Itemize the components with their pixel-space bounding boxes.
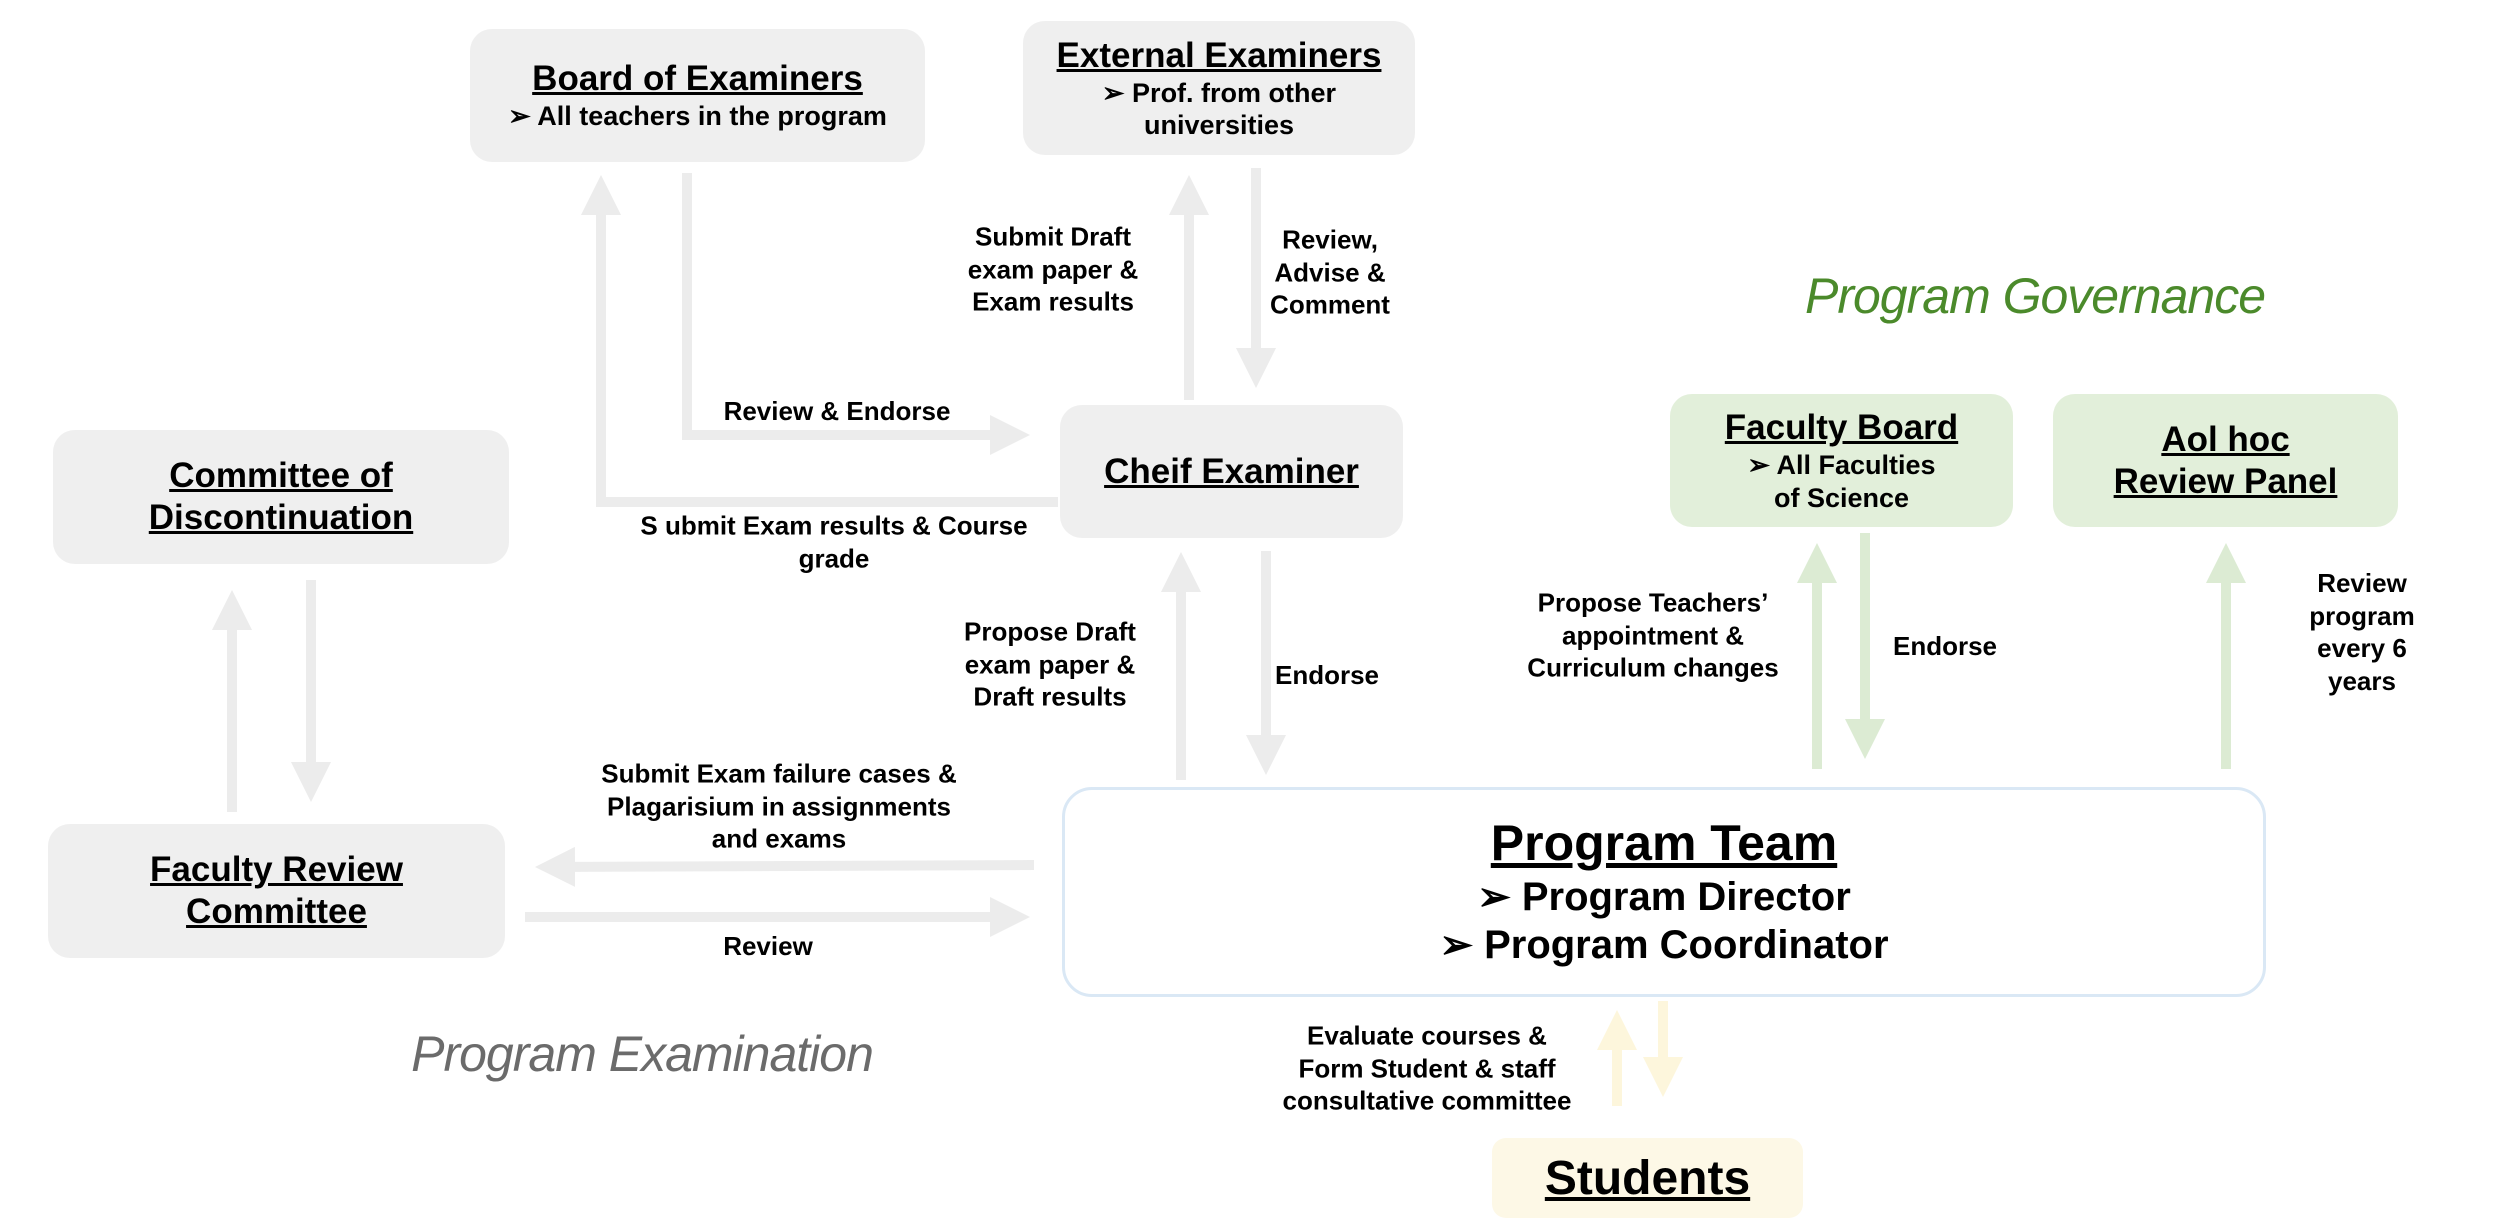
cheif-examiner-title: Cheif Examiner: [1104, 451, 1359, 491]
program-team-box: Program Team ➢ Program Director ➢ Progra…: [1062, 787, 2266, 997]
program-team-item-director: ➢ Program Director: [1477, 874, 1851, 919]
external-examiners-title: External Examiners: [1056, 35, 1382, 75]
label-review-frc: Review: [723, 930, 813, 961]
faculty-board-sub: ➢ All Faculties of Science: [1747, 450, 1936, 513]
label-evaluate-courses: Evaluate courses & Form Student & staff …: [1282, 1020, 1572, 1116]
external-examiners-sub: ➢ Prof. from other universities: [1101, 77, 1337, 140]
committee-discontinuation-title: Committee of Discontinuation: [148, 456, 414, 537]
label-submit-failure: Submit Exam failure cases & Plagarisium …: [601, 758, 957, 854]
board-of-examiners-sub: ➢ All teachers in the program: [508, 101, 887, 132]
arrow-cheif-to-board: [581, 175, 1058, 507]
label-review-advise-comment: Review, Advise & Comment: [1270, 224, 1390, 320]
students-title: Students: [1544, 1151, 1751, 1205]
program-examination-heading: Program Examination: [411, 1026, 874, 1082]
aol-review-panel-title: Aol hoc Review Panel: [2113, 419, 2338, 501]
faculty-review-committee-box: Faculty Review Committee: [48, 824, 505, 958]
committee-discontinuation-box: Committee of Discontinuation: [53, 430, 509, 564]
students-box: Students: [1492, 1138, 1803, 1218]
arrow-board-to-cheif: [682, 173, 1030, 455]
arrow-team-to-frc: [535, 846, 1035, 887]
faculty-board-title: Faculty Board: [1724, 408, 1959, 448]
faculty-board-box: Faculty Board ➢ All Faculties of Science: [1670, 394, 2013, 527]
label-endorse-faculty: Endorse: [1892, 630, 1998, 661]
board-of-examiners-box: Board of Examiners ➢ All teachers in the…: [470, 29, 925, 162]
label-endorse-cheif: Endorse: [1274, 659, 1380, 690]
aol-review-panel-box: Aol hoc Review Panel: [2053, 394, 2398, 527]
cheif-examiner-box: Cheif Examiner: [1060, 405, 1403, 538]
label-propose-teachers: Propose Teachers’ appointment & Curricul…: [1527, 587, 1779, 683]
faculty-review-committee-title: Faculty Review Committee: [150, 850, 403, 931]
board-of-examiners-title: Board of Examiners: [532, 59, 863, 99]
label-submit-draft: Submit Draft exam paper & Exam results: [967, 221, 1139, 317]
program-team-item-coordinator: ➢ Program Coordinator: [1439, 922, 1889, 967]
program-governance-heading: Program Governance: [1804, 268, 2266, 324]
label-submit-results: S ubmit Exam results & Course grade: [640, 510, 1028, 574]
external-examiners-box: External Examiners ➢ Prof. from other un…: [1023, 21, 1415, 155]
label-review-program: Review program every 6 years: [2309, 568, 2415, 696]
label-review-endorse: Review & Endorse: [723, 395, 951, 426]
program-team-title: Program Team: [1490, 815, 1838, 872]
label-propose-draft: Propose Draft exam paper & Draft results: [964, 616, 1136, 712]
